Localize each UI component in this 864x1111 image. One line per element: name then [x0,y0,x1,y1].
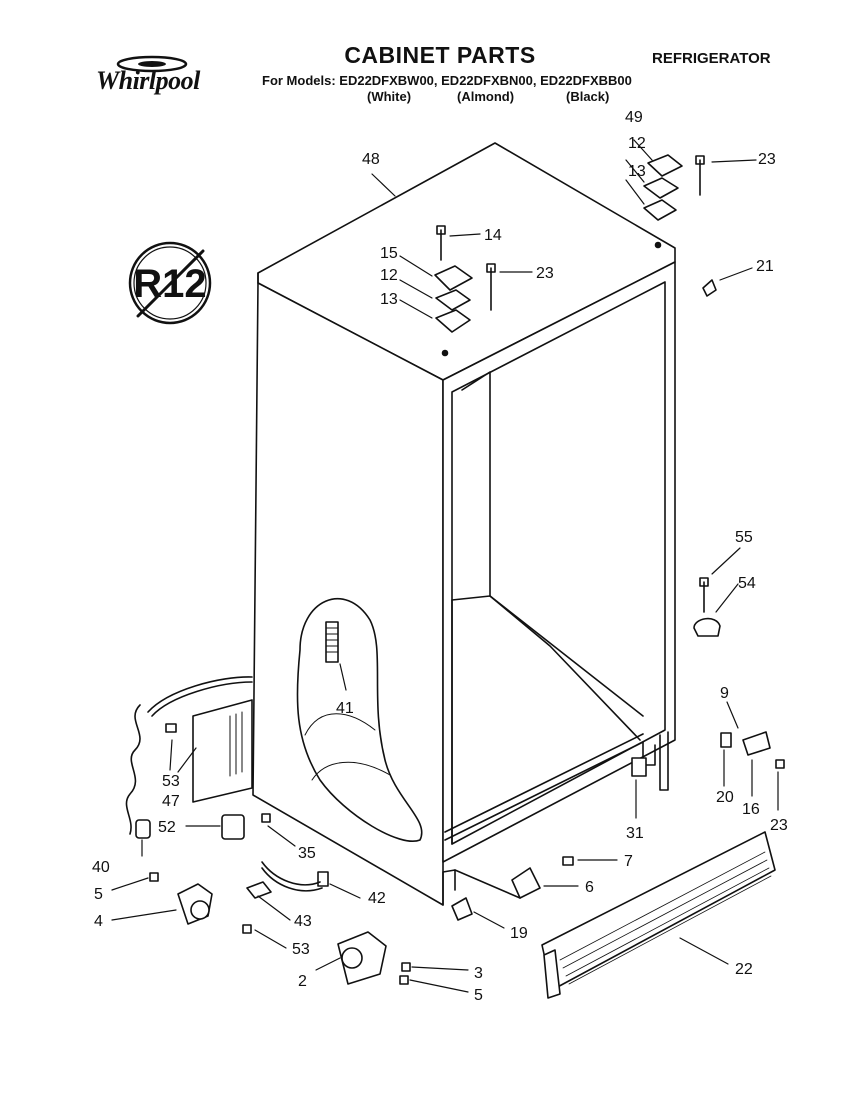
leader-lines [111,139,779,993]
screw-35 [261,813,271,823]
callout-42: 42 [368,890,386,907]
callout-49: 49 [625,109,643,126]
color-almond: (Almond) [457,89,515,104]
callout-13-center: 13 [380,291,398,308]
drain-tube [325,621,339,663]
callout-14: 14 [484,227,502,244]
callout-53-upper: 53 [162,773,180,790]
brand-name: Whirlpool [96,66,200,95]
callout-2: 2 [298,973,307,990]
hinge-bracket-bottom [720,731,785,769]
callout-12-center: 12 [380,267,398,284]
callout-23-center: 23 [536,265,554,282]
callout-9: 9 [720,685,729,702]
top-hinge-center [434,225,496,333]
callout-labels: 48 49 12 23 13 14 15 12 23 13 21 55 54 4… [92,109,788,1004]
rear-roller [149,872,213,925]
door-closer-cam [693,577,721,637]
page-title: CABINET PARTS [344,42,536,68]
appliance-type: REFRIGERATOR [652,50,771,67]
front-roller [337,931,411,985]
callout-5-bottom: 5 [474,987,483,1004]
callout-19: 19 [510,925,528,942]
callout-13-right: 13 [628,163,646,180]
callout-16: 16 [742,801,760,818]
callout-53-lower: 53 [292,941,310,958]
callout-52: 52 [158,819,176,836]
power-cord [125,676,253,839]
color-black: (Black) [566,89,610,104]
electrical-panel [165,699,253,803]
callout-41: 41 [336,700,354,717]
callout-3: 3 [474,965,483,982]
callout-35: 35 [298,845,316,862]
door-stop [702,279,717,297]
callout-40: 40 [92,859,110,876]
callout-6: 6 [585,879,594,896]
callout-22: 22 [735,961,753,978]
callout-43: 43 [294,913,312,930]
cabinet-shell [252,142,676,906]
toe-grille [541,831,776,999]
callout-54: 54 [738,575,756,592]
callout-23-top-right: 23 [758,151,776,168]
callout-31: 31 [626,825,644,842]
top-hinge-right [643,154,705,221]
callout-55: 55 [735,529,753,546]
callout-4: 4 [94,913,103,930]
callout-7: 7 [624,853,633,870]
callout-47: 47 [162,793,180,810]
color-white: (White) [367,89,412,104]
callout-5-left: 5 [94,886,103,903]
logo-swirl-icon [116,55,188,73]
callout-12-right: 12 [628,135,646,152]
callout-48: 48 [362,151,380,168]
callout-15: 15 [380,245,398,262]
water-line [242,861,329,934]
whirlpool-logo: Whirlpool [92,52,218,98]
callout-21: 21 [756,258,774,275]
model-list: For Models: ED22DFXBW00, ED22DFXBN00, ED… [262,73,632,88]
grille-clip [451,856,574,921]
callout-23-lower: 23 [770,817,788,834]
cord-clamp [221,814,245,840]
callout-20: 20 [716,789,734,806]
r12-badge-icon: R12 [128,241,212,325]
leveler-bracket [631,757,647,777]
